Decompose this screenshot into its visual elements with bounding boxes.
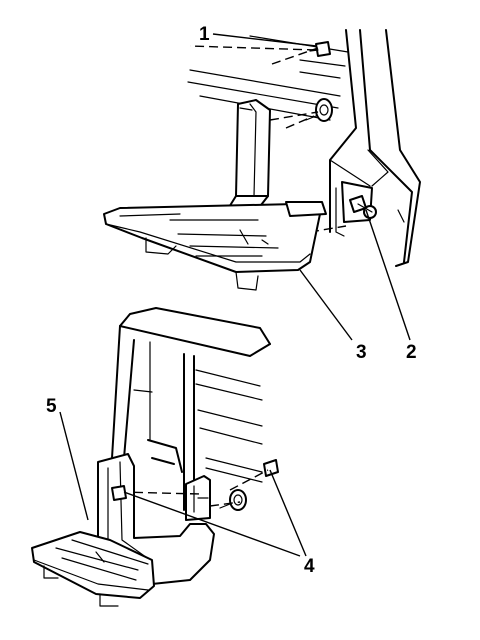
callout-3: 3 [356, 342, 367, 363]
callout-1: 1 [199, 24, 210, 45]
bolt-1 [309, 41, 331, 57]
lower-stud [219, 459, 279, 511]
lower-body-panel [111, 307, 271, 511]
step-pad-lower [31, 531, 155, 607]
align-line-bolt [189, 45, 317, 51]
leader-3 [299, 269, 353, 341]
leader-1 [212, 33, 317, 47]
callout-5: 5 [46, 396, 57, 417]
upper-assembly-view [103, 29, 421, 341]
step-pad-upper [103, 201, 327, 291]
align-line-bolt-2 [271, 47, 319, 65]
align-line-stud [269, 111, 319, 121]
leader-2 [365, 209, 411, 341]
align-line-stud-2 [285, 115, 315, 129]
callout-2: 2 [406, 342, 417, 363]
leader-4a [123, 491, 301, 557]
lower-assembly-view [31, 307, 307, 607]
align-line-lower-stud [209, 501, 241, 507]
upper-stud [305, 98, 333, 122]
lower-mount-plate [185, 475, 211, 521]
leader-4b [269, 469, 307, 557]
align-line-lower-stud-2 [229, 469, 269, 491]
callout-4: 4 [304, 556, 315, 577]
leader-5 [59, 411, 89, 521]
